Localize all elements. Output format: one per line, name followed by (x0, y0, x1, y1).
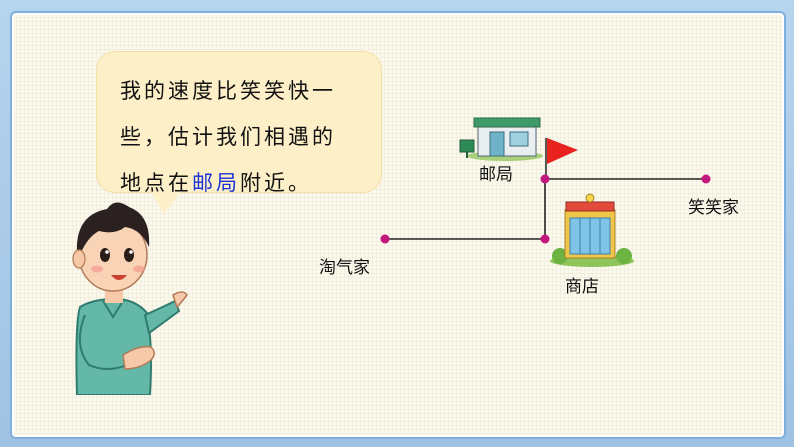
post-office-building-icon (459, 117, 543, 161)
point-post-office (540, 174, 550, 184)
point-xiaoxiao-home (701, 174, 711, 184)
shop-building-icon (550, 193, 634, 267)
speech-text: 我的速度比笑笑快一 些，估计我们相遇的 地点在邮局附近。 (120, 68, 372, 206)
label-taoqi-home: 淘气家 (319, 258, 370, 278)
speech-highlight-post-office: 邮局 (192, 171, 240, 195)
point-shop (540, 234, 550, 244)
flag-icon (547, 138, 578, 164)
speech-line-3-after: 附近。 (240, 171, 312, 195)
label-shop: 商店 (565, 277, 599, 297)
label-xiaoxiao-home: 笑笑家 (688, 198, 739, 218)
speech-line-3: 地点在邮局附近。 (120, 160, 372, 206)
point-taoqi-home (380, 234, 390, 244)
label-post-office: 邮局 (479, 165, 513, 185)
speech-bubble (97, 52, 381, 192)
speech-line-3-before: 地点在 (120, 171, 192, 195)
boy-illustration (72, 202, 188, 395)
speech-line-2: 些，估计我们相遇的 (120, 125, 336, 149)
speech-line-1: 我的速度比笑笑快一 (120, 79, 336, 103)
speech-bubble-tail (150, 190, 182, 214)
